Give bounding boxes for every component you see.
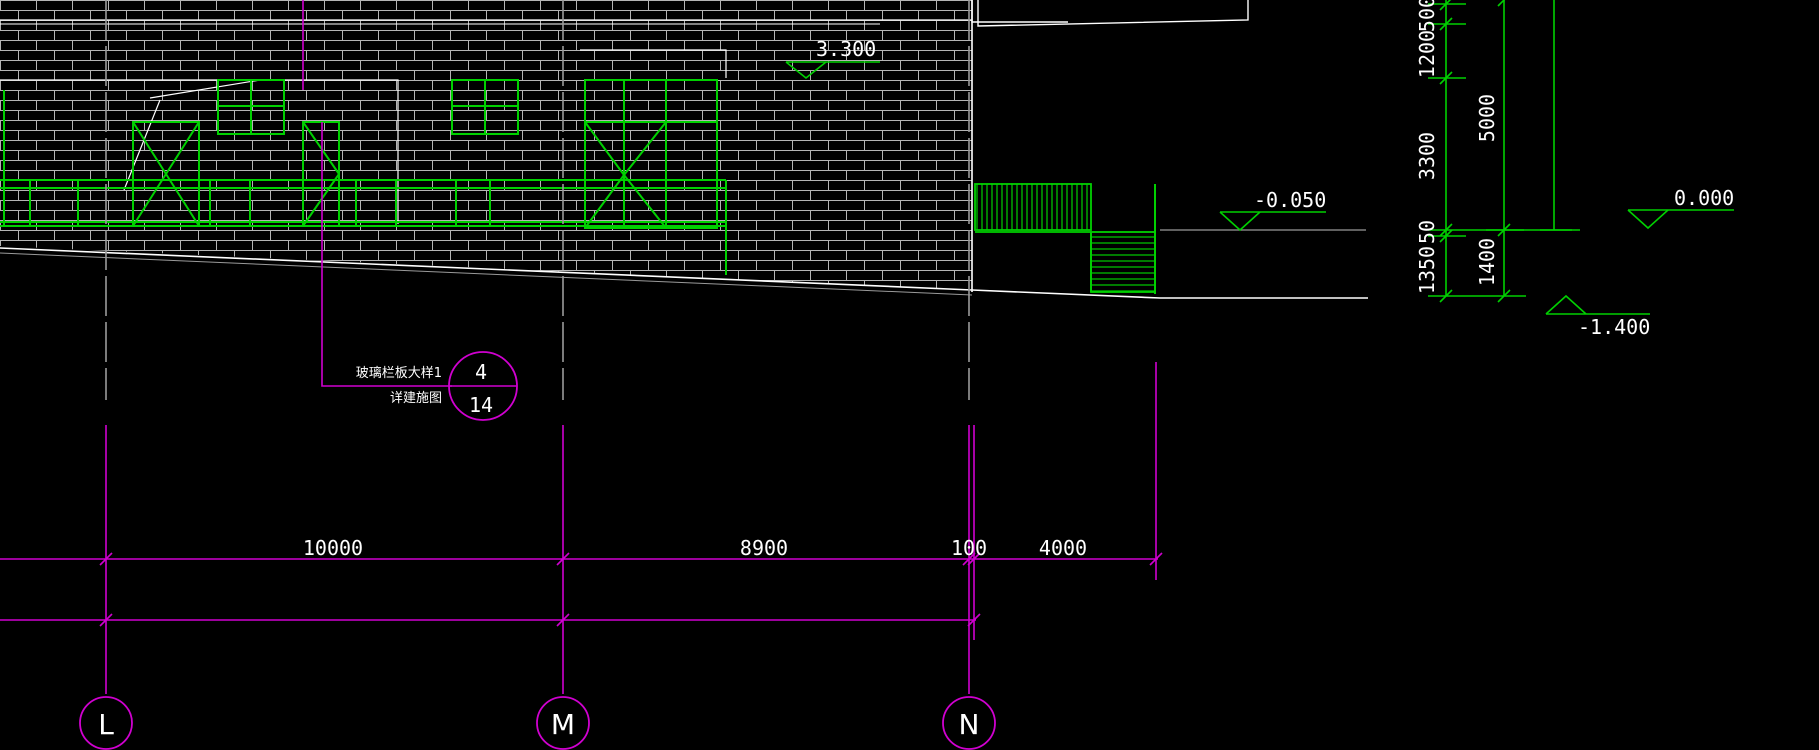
elevation-mark-minus-0050: -0.050 [1219,188,1326,232]
detail-sheet-number: 14 [469,393,493,417]
elevation-mark-3300: 3.300 [785,37,880,80]
elevation-3300-text: 3.300 [816,37,876,61]
vdim-1400: 1400 [1475,238,1499,286]
elevation-minus-0050-text: -0.050 [1254,188,1326,212]
grid-axis-L: L [79,696,133,750]
entrance-steps-hatch [1090,184,1156,294]
grid-axis-M: M [536,696,590,750]
dim-10000: 10000 [303,536,363,560]
dim-4000: 4000 [1039,536,1087,560]
vertical-dimension-lines [1428,0,1580,303]
grid-axis-L-label: L [98,708,114,741]
detail-label-line2: 详建施图 [390,391,442,406]
entrance-railing-hatch [974,183,1092,233]
detail-number: 4 [475,360,487,384]
windows [132,79,718,229]
glass-railing [0,90,727,275]
elevation-mark-minus-1400: -1.400 [1545,294,1650,339]
elevation-mark-0000: 0.000 [1627,186,1734,230]
grid-axis-N-label: N [959,708,980,741]
vdim-1350: 1350 [1415,246,1439,294]
grid-axis-N: N [942,696,996,750]
detail-callout: 4 14 玻璃栏板大样1 详建施图 [356,351,518,421]
vdim-3300: 3300 [1415,132,1439,180]
detail-label-line1: 玻璃栏板大样1 [356,366,442,381]
vdim-1200: 1200 [1415,30,1439,78]
vdim-500: 500 [1415,0,1439,32]
grid-axis-M-label: M [551,708,575,741]
elevation-0000-text: 0.000 [1674,186,1734,210]
vdim-50: 50 [1415,220,1439,244]
elevation-minus-1400-text: -1.400 [1578,315,1650,339]
dim-100: 100 [951,536,987,560]
grid-axis-lines [0,0,1163,694]
vdim-5000: 5000 [1475,94,1499,142]
dim-8900: 8900 [740,536,788,560]
brick-facade [0,0,1368,299]
